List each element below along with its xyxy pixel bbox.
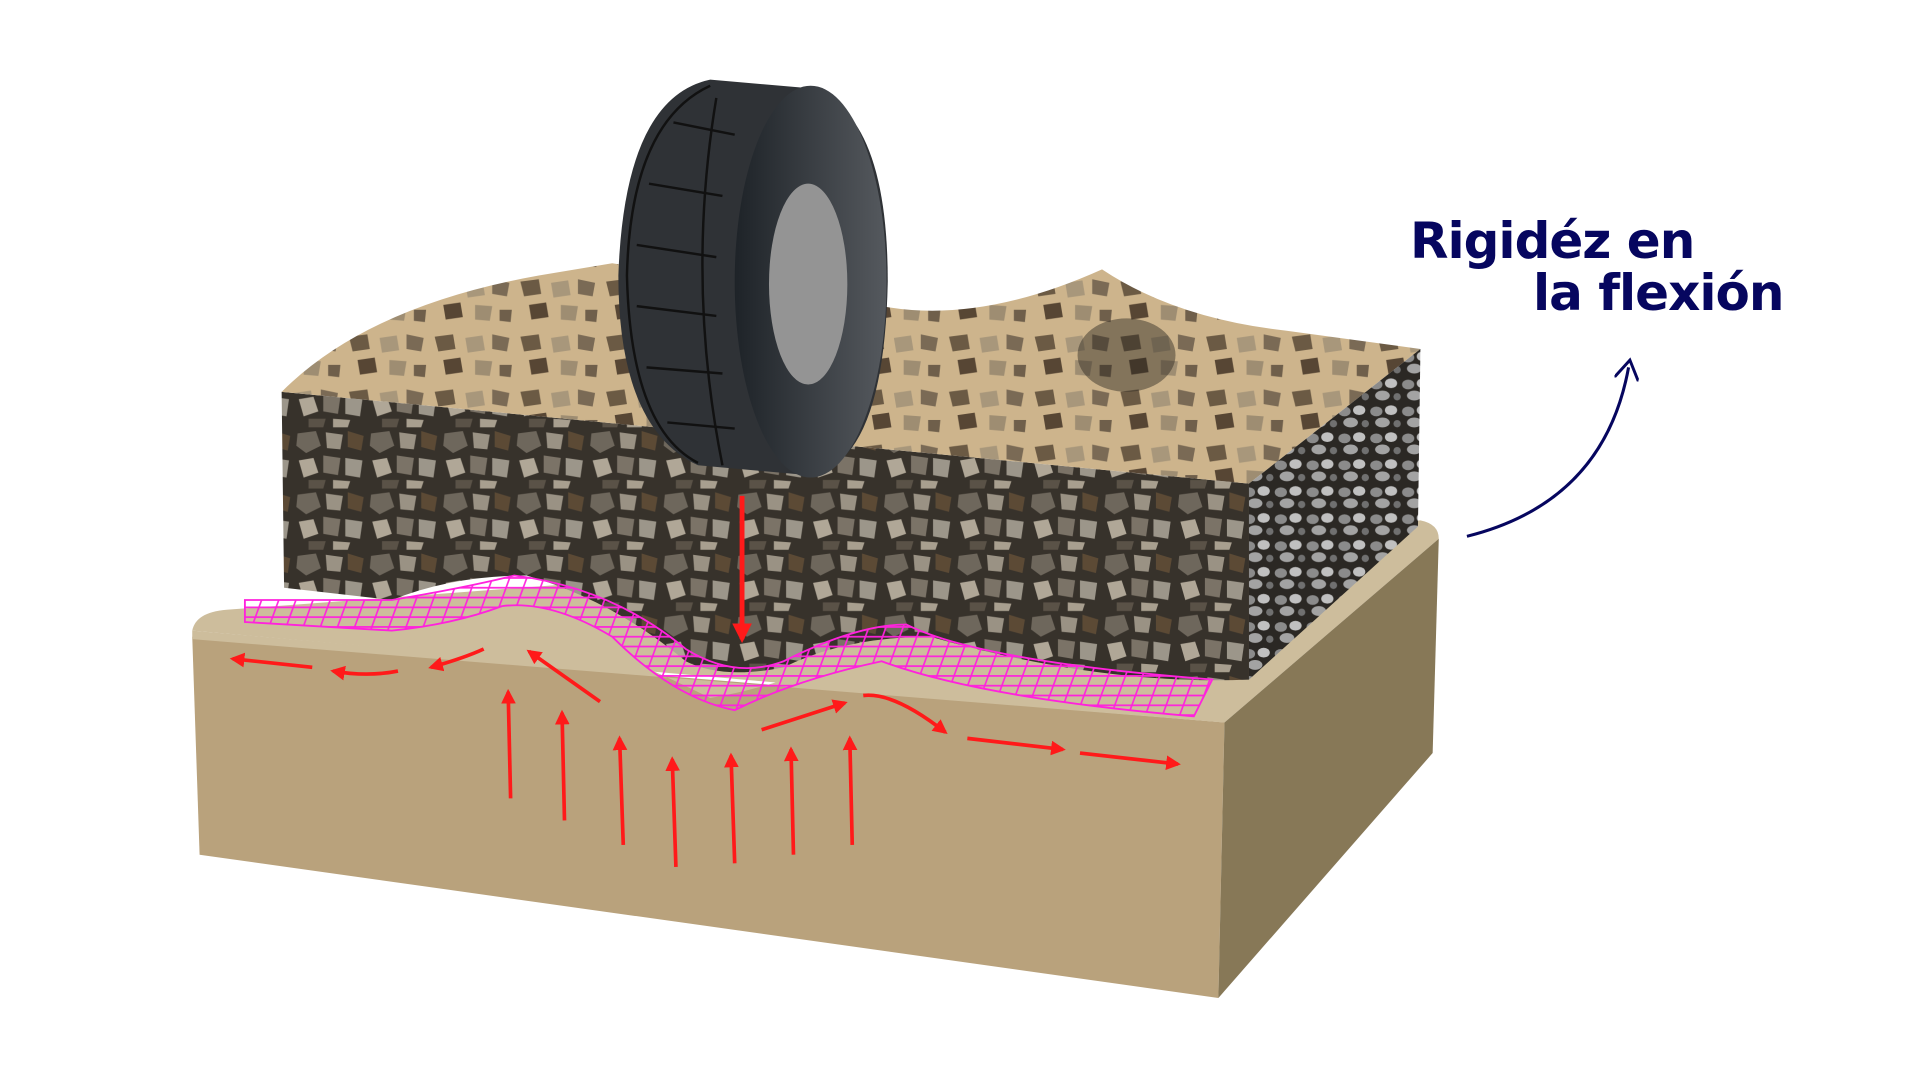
curved-arrow-icon: [1466, 367, 1629, 538]
title-line-1: Rigidéz en: [1410, 212, 1695, 270]
geogrid: [243, 574, 1214, 718]
title-line-2: la flexión: [1533, 264, 1784, 322]
tire-tread: [636, 97, 735, 466]
tire: [618, 79, 888, 478]
stress-arrows: [229, 647, 1181, 868]
